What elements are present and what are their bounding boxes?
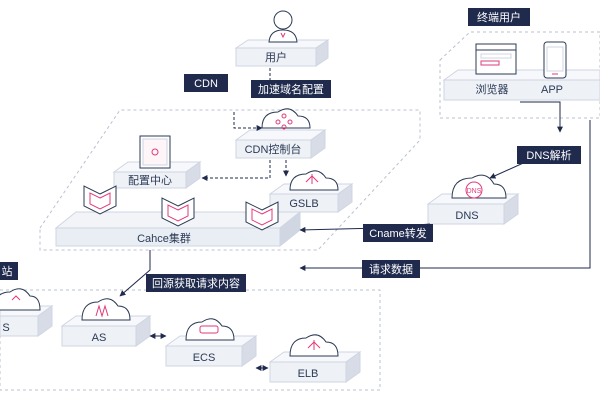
config-center-label: 配置中心 [128, 174, 172, 187]
gslb-label: GSLB [289, 198, 318, 210]
cloud-icon [81, 298, 131, 321]
tag-origin-site: 站 [0, 262, 18, 280]
document-icon [139, 135, 171, 169]
browser-label: 浏览器 [476, 82, 509, 96]
cloud-icon [0, 288, 41, 311]
cache-cluster-label: Cahce集群 [137, 231, 191, 245]
tag-cdn-text: CDN [194, 78, 218, 90]
tag-request-data-text: 请求数据 [369, 262, 413, 276]
tag-origin-site-text: 站 [2, 264, 13, 278]
dns-globe-icon: DNS [451, 174, 507, 199]
user-node[interactable]: 用户 [234, 10, 330, 67]
app-label: APP [541, 84, 563, 96]
tag-dns-resolve: DNS解析 [517, 146, 581, 164]
svg-text:DNS: DNS [467, 188, 482, 195]
elb-node[interactable]: ELB [268, 334, 362, 383]
domain-config-to-console-line [233, 112, 263, 131]
cloud-balancer-icon [289, 334, 339, 357]
end-user-devices: 浏览器 APP [442, 41, 600, 101]
tag-back-to-origin-text: 回源获取请求内容 [152, 276, 240, 290]
origin-s-label: S [2, 322, 9, 334]
tag-cname-text: Cname转发 [369, 226, 426, 240]
browser-to-dns-line [520, 101, 563, 133]
ecs-label: ECS [193, 352, 216, 364]
browser-node[interactable]: 浏览器 [475, 43, 517, 96]
tag-request-data: 请求数据 [362, 260, 420, 278]
cloud-server-icon [185, 318, 235, 341]
tag-dns-resolve-text: DNS解析 [526, 148, 571, 162]
cache-cluster-node[interactable]: Cahce集群 [54, 185, 302, 248]
origin-s-node[interactable]: S [0, 288, 54, 337]
dns-node[interactable]: DNS DNS [426, 174, 520, 225]
back-to-origin-line [119, 250, 151, 297]
tag-end-user-text: 终端用户 [477, 10, 521, 24]
hexagon-node-icon [161, 197, 195, 227]
mobile-phone-icon [543, 41, 567, 79]
gslb-node[interactable]: GSLB [268, 170, 354, 213]
browser-window-icon [475, 43, 517, 75]
hexagon-node-icon [83, 185, 117, 215]
tag-back-to-origin: 回源获取请求内容 [146, 274, 246, 292]
ecs-node[interactable]: ECS [164, 318, 258, 367]
tag-domain-config-text: 加速域名配置 [258, 82, 324, 96]
tag-end-user: 终端用户 [468, 8, 530, 26]
user-avatar-icon [268, 10, 298, 43]
tag-cdn: CDN [184, 74, 228, 92]
config-center-node[interactable]: 配置中心 [112, 135, 202, 189]
console-to-config-line [201, 160, 271, 181]
elb-label: ELB [298, 368, 319, 380]
load-balancer-icon [289, 170, 339, 191]
cdn-console-node[interactable]: CDN控制台 [234, 108, 327, 159]
cdn-region [39, 109, 421, 251]
user-label: 用户 [265, 50, 287, 64]
dns-label: DNS [455, 210, 478, 222]
cdn-console-label: CDN控制台 [245, 142, 302, 156]
tag-cname: Cname转发 [363, 224, 433, 242]
hexagon-node-icon [245, 201, 279, 231]
as-node[interactable]: AS [60, 298, 152, 347]
network-hub-icon [261, 108, 311, 130]
app-node[interactable]: APP [541, 41, 567, 96]
tag-domain-config: 加速域名配置 [251, 80, 331, 98]
as-label: AS [92, 332, 107, 344]
origin-region [0, 289, 381, 391]
